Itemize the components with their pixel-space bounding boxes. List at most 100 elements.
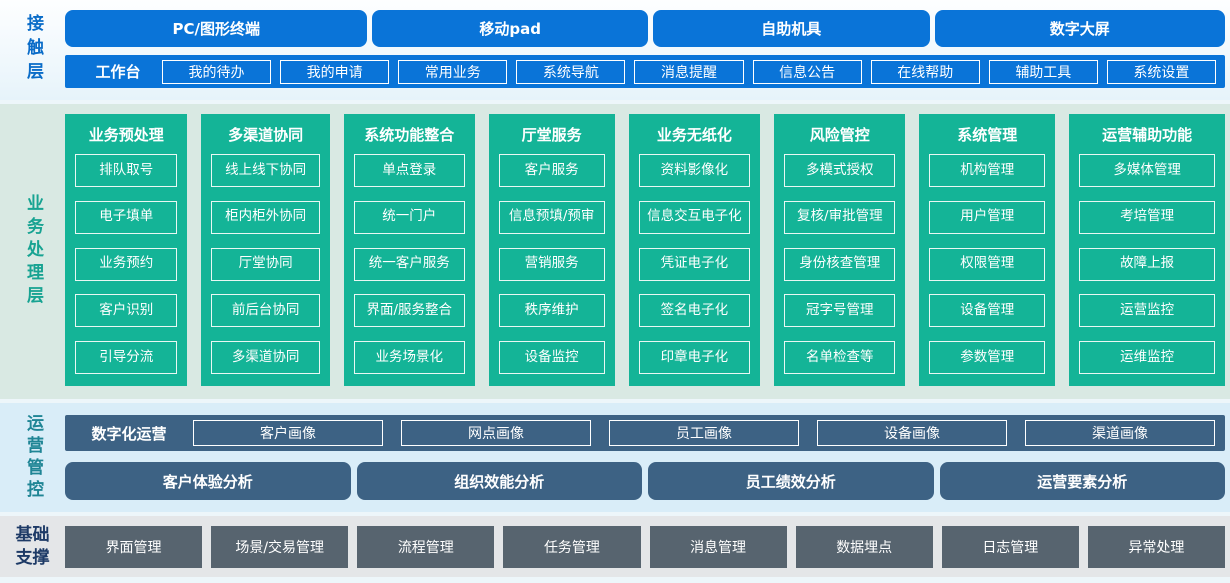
foundation-support-layer: 基础支撑 界面管理场景/交易管理流程管理任务管理消息管理数据埋点日志管理异常处理 bbox=[0, 516, 1230, 577]
business-column-title: 系统功能整合 bbox=[364, 126, 455, 144]
foundation-box[interactable]: 流程管理 bbox=[357, 526, 495, 568]
business-item[interactable]: 引导分流 bbox=[75, 341, 178, 374]
business-columns: 业务预处理排队取号电子填单业务预约客户识别引导分流多渠道协同线上线下协同柜内柜外… bbox=[65, 104, 1230, 399]
business-item[interactable]: 单点登录 bbox=[353, 154, 465, 187]
business-column-title: 风险管控 bbox=[809, 126, 870, 144]
business-item[interactable]: 凭证电子化 bbox=[638, 247, 751, 281]
business-item[interactable]: 身份核查管理 bbox=[784, 247, 896, 281]
business-item[interactable]: 多渠道协同 bbox=[211, 341, 320, 374]
foundation-box[interactable]: 场景/交易管理 bbox=[211, 526, 349, 568]
business-item[interactable]: 权限管理 bbox=[929, 247, 1046, 281]
business-item[interactable]: 信息预填/预审 bbox=[498, 200, 605, 234]
workbench-bar: 工作台 我的待办我的申请常用业务系统导航消息提醒信息公告在线帮助辅助工具系统设置 bbox=[65, 55, 1225, 88]
operations-control-layer: 运营管控 数字化运营 客户画像网点画像员工画像设备画像渠道画像 客户体验分析组织… bbox=[0, 403, 1230, 512]
analysis-button[interactable]: 员工绩效分析 bbox=[648, 462, 934, 500]
business-item[interactable]: 设备管理 bbox=[929, 294, 1046, 328]
workbench-item[interactable]: 辅助工具 bbox=[988, 59, 1098, 84]
foundation-box[interactable]: 数据埋点 bbox=[795, 526, 933, 568]
workbench-item[interactable]: 在线帮助 bbox=[870, 59, 980, 84]
business-item[interactable]: 电子填单 bbox=[75, 200, 178, 234]
business-item[interactable]: 信息交互电子化 bbox=[638, 200, 751, 234]
business-column-items: 多媒体管理考培管理故障上报运营监控运维监控 bbox=[1079, 154, 1216, 374]
business-item[interactable]: 排队取号 bbox=[75, 154, 178, 187]
business-item[interactable]: 运营监控 bbox=[1079, 294, 1216, 328]
business-item[interactable]: 营销服务 bbox=[498, 247, 605, 281]
business-item[interactable]: 故障上报 bbox=[1079, 247, 1216, 281]
business-column-title: 业务无纸化 bbox=[656, 126, 732, 144]
workbench-item[interactable]: 消息提醒 bbox=[634, 59, 744, 84]
business-item[interactable]: 厅堂协同 bbox=[211, 247, 320, 281]
portrait-box[interactable]: 员工画像 bbox=[609, 420, 799, 446]
workbench-item[interactable]: 信息公告 bbox=[752, 59, 862, 84]
business-item[interactable]: 考培管理 bbox=[1079, 200, 1216, 234]
business-item[interactable]: 业务场景化 bbox=[353, 341, 465, 374]
business-item[interactable]: 界面/服务整合 bbox=[353, 294, 465, 328]
portrait-box[interactable]: 网点画像 bbox=[401, 420, 591, 446]
foundation-box[interactable]: 任务管理 bbox=[503, 526, 641, 568]
business-column-title: 多渠道协同 bbox=[228, 126, 304, 144]
business-item[interactable]: 前后台协同 bbox=[211, 294, 320, 328]
business-item[interactable]: 多模式授权 bbox=[784, 154, 896, 187]
business-item[interactable]: 参数管理 bbox=[929, 341, 1046, 374]
business-item[interactable]: 名单检查等 bbox=[784, 341, 896, 374]
business-item[interactable]: 多媒体管理 bbox=[1079, 154, 1216, 187]
business-item[interactable]: 签名电子化 bbox=[638, 294, 751, 328]
business-item[interactable]: 机构管理 bbox=[929, 154, 1046, 187]
analysis-button[interactable]: 客户体验分析 bbox=[65, 462, 351, 500]
business-item[interactable]: 复核/审批管理 bbox=[784, 200, 896, 234]
business-layer-label: 业务处理层 bbox=[23, 194, 43, 309]
workbench-item[interactable]: 我的申请 bbox=[280, 59, 390, 84]
business-column: 业务无纸化资料影像化信息交互电子化凭证电子化签名电子化印章电子化 bbox=[628, 114, 761, 386]
business-column-items: 客户服务信息预填/预审营销服务秩序维护设备监控 bbox=[498, 154, 605, 374]
business-item[interactable]: 资料影像化 bbox=[638, 154, 751, 187]
business-column: 风险管控多模式授权复核/审批管理身份核查管理冠字号管理名单检查等 bbox=[774, 114, 906, 386]
portrait-box[interactable]: 渠道画像 bbox=[1025, 420, 1215, 446]
business-item[interactable]: 线上线下协同 bbox=[211, 154, 320, 187]
business-item[interactable]: 设备监控 bbox=[498, 341, 605, 374]
portrait-box[interactable]: 设备画像 bbox=[817, 420, 1007, 446]
business-item[interactable]: 客户识别 bbox=[75, 294, 178, 328]
foundation-layer-label-col: 基础支撑 bbox=[0, 516, 65, 577]
business-column-items: 机构管理用户管理权限管理设备管理参数管理 bbox=[929, 154, 1046, 374]
terminal-button[interactable]: 自助机具 bbox=[652, 10, 930, 47]
business-column: 厅堂服务客户服务信息预填/预审营销服务秩序维护设备监控 bbox=[488, 114, 615, 386]
foundation-box[interactable]: 界面管理 bbox=[65, 526, 203, 568]
business-item[interactable]: 秩序维护 bbox=[498, 294, 605, 328]
workbench-items: 我的待办我的申请常用业务系统导航消息提醒信息公告在线帮助辅助工具系统设置 bbox=[162, 59, 1216, 84]
operations-layer-label: 运营管控 bbox=[23, 413, 43, 502]
business-item[interactable]: 运维监控 bbox=[1079, 341, 1216, 374]
analysis-button[interactable]: 组织效能分析 bbox=[356, 462, 642, 500]
business-column-items: 线上线下协同柜内柜外协同厅堂协同前后台协同多渠道协同 bbox=[211, 154, 320, 374]
portrait-box[interactable]: 客户画像 bbox=[193, 420, 383, 446]
business-item[interactable]: 业务预约 bbox=[75, 247, 178, 281]
business-column-items: 多模式授权复核/审批管理身份核查管理冠字号管理名单检查等 bbox=[784, 154, 896, 374]
workbench-item[interactable]: 我的待办 bbox=[162, 59, 272, 84]
analysis-row: 客户体验分析组织效能分析员工绩效分析运营要素分析 bbox=[65, 462, 1225, 500]
workbench-item[interactable]: 系统导航 bbox=[516, 59, 626, 84]
business-item[interactable]: 用户管理 bbox=[929, 200, 1046, 234]
business-item[interactable]: 客户服务 bbox=[498, 154, 605, 187]
terminal-button[interactable]: 移动pad bbox=[372, 10, 648, 47]
business-processing-layer: 业务处理层 业务预处理排队取号电子填单业务预约客户识别引导分流多渠道协同线上线下… bbox=[0, 104, 1230, 399]
foundation-items: 界面管理场景/交易管理流程管理任务管理消息管理数据埋点日志管理异常处理 bbox=[65, 516, 1230, 568]
workbench-label: 工作台 bbox=[95, 63, 141, 81]
business-item[interactable]: 柜内柜外协同 bbox=[211, 200, 320, 234]
business-item[interactable]: 印章电子化 bbox=[638, 341, 751, 374]
business-item[interactable]: 冠字号管理 bbox=[784, 294, 896, 328]
business-column: 运营辅助功能多媒体管理考培管理故障上报运营监控运维监控 bbox=[1069, 114, 1226, 386]
workbench-item[interactable]: 系统设置 bbox=[1106, 59, 1216, 84]
foundation-box[interactable]: 日志管理 bbox=[941, 526, 1079, 568]
foundation-box[interactable]: 异常处理 bbox=[1087, 526, 1225, 568]
foundation-box[interactable]: 消息管理 bbox=[649, 526, 787, 568]
portrait-items: 客户画像网点画像员工画像设备画像渠道画像 bbox=[193, 420, 1215, 446]
terminal-button[interactable]: 数字大屏 bbox=[934, 10, 1225, 47]
digital-operation-label: 数字化运营 bbox=[91, 424, 167, 443]
analysis-button[interactable]: 运营要素分析 bbox=[939, 462, 1225, 500]
workbench-item[interactable]: 常用业务 bbox=[398, 59, 508, 84]
terminal-button[interactable]: PC/图形终端 bbox=[65, 10, 368, 47]
business-item[interactable]: 统一客户服务 bbox=[353, 247, 465, 281]
business-column-title: 系统管理 bbox=[957, 126, 1018, 144]
business-item[interactable]: 统一门户 bbox=[353, 200, 465, 234]
